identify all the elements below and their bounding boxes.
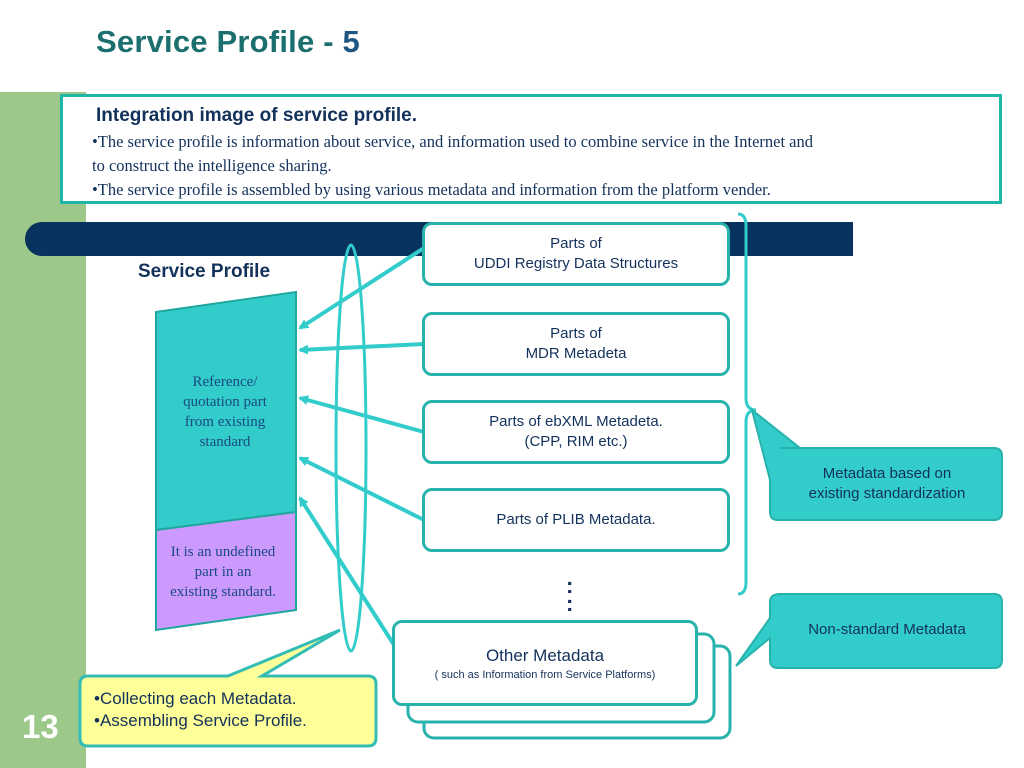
continuation-dots: : : [566,573,574,616]
intro-heading: Integration image of service profile. [96,105,417,126]
plib-box: Parts of PLIB Metadata. [422,488,730,552]
intro-box: Integration image of service profile. •T… [60,94,1002,204]
nonstandard-callout-shape [735,593,1003,669]
arrow-uddi [298,246,426,330]
arrow-mdr [298,342,425,355]
slide-number: 13 [22,708,59,745]
arrow-other [298,496,398,650]
intro-line-3: •The service profile is assembled by usi… [92,180,771,199]
arrow-ebxml [298,395,425,434]
arrow-plib [298,456,425,522]
mdr-box: Parts of MDR Metadeta [422,312,730,376]
note-text: •Collecting each Metadata. •Assembling S… [94,689,307,730]
nonstandard-callout-text: Non-standard Metadata [808,621,966,638]
intro-line-1: •The service profile is information abou… [92,132,813,151]
left-upper-white [0,0,86,92]
page-title: Service Profile - 5 [96,24,360,59]
uddi-box: Parts of UDDI Registry Data Structures [422,222,730,286]
reference-part-text: Reference/ quotation part from existing … [183,374,267,450]
other-metadata-sub: ( such as Information from Service Platf… [434,669,656,681]
ebxml-box: Parts of ebXML Metadeta. (CPP, RIM etc.) [422,400,730,464]
other-metadata-box: Other Metadata ( such as Information fro… [392,620,698,706]
service-profile-label: Service Profile [138,261,271,282]
note-callout-shape [78,628,378,748]
undefined-part-text: It is an undefined part in an existing s… [170,544,276,600]
right-brace [737,212,757,596]
standard-callout-text: Metadata based on existing standardizati… [808,465,966,502]
gather-ellipse [334,243,368,653]
intro-line-2: to construct the intelligence sharing. [92,156,332,175]
other-metadata-title: Other Metadata [485,646,605,665]
standard-callout-shape [750,407,1003,521]
undefined-part-shape [155,510,297,632]
